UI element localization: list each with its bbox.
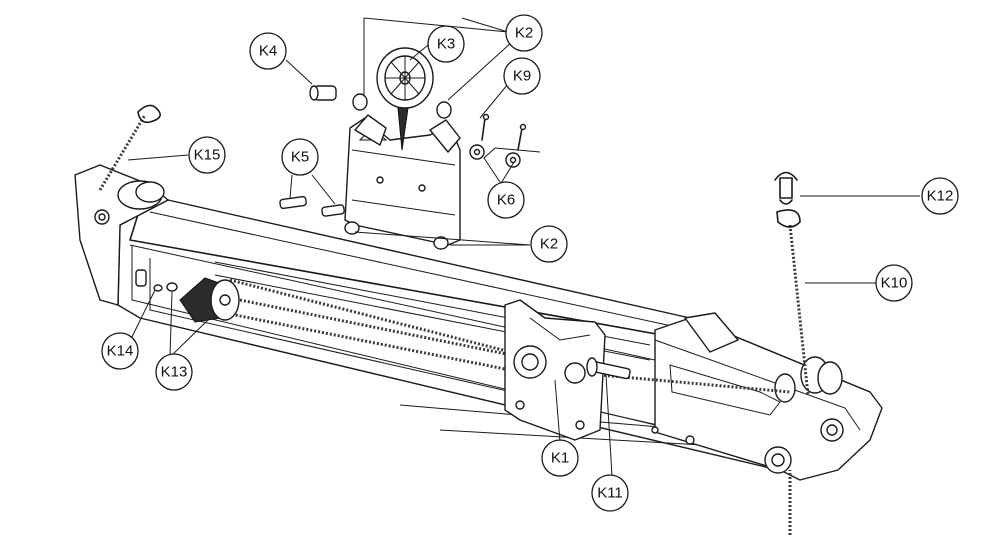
callout-k9-label: K9 <box>513 68 531 85</box>
callout-k14: K14 <box>101 332 139 370</box>
callout-k13-label: K13 <box>161 364 188 381</box>
callout-k9: K9 <box>503 57 541 95</box>
callout-k6-label: K6 <box>497 192 515 209</box>
callout-k12: K12 <box>921 177 959 215</box>
callout-k4: K4 <box>249 32 287 70</box>
boom-body <box>74 164 883 481</box>
callout-k12-label: K12 <box>927 188 954 205</box>
callout-k2-bottom: K2 <box>530 225 568 263</box>
callout-k3-label: K3 <box>437 36 455 53</box>
callout-k1: K1 <box>541 439 579 477</box>
callout-k2-top: K2 <box>505 14 543 52</box>
callout-k10-label: K10 <box>881 275 908 292</box>
small-parts <box>279 85 527 217</box>
callout-k3: K3 <box>427 25 465 63</box>
callout-k15-label: K15 <box>194 147 221 164</box>
leader-lines <box>127 17 920 477</box>
block-k13 <box>153 277 240 323</box>
rope-k15 <box>98 104 161 191</box>
callout-k5-label: K5 <box>291 149 309 166</box>
callout-k11-label: K11 <box>597 485 623 502</box>
callout-k2-top-label: K2 <box>515 25 533 42</box>
rope-k10-shackle-k12 <box>774 171 810 535</box>
callout-k4-label: K4 <box>259 43 277 60</box>
callout-k6: K6 <box>487 181 525 219</box>
callout-k5: K5 <box>281 138 319 176</box>
callout-k14-label: K14 <box>107 343 134 360</box>
callout-k15: K15 <box>188 136 226 174</box>
axle-k11 <box>586 357 631 380</box>
exploded-bracket <box>344 114 461 250</box>
callout-k2-bottom-label: K2 <box>540 236 558 253</box>
callout-k13: K13 <box>155 353 193 391</box>
pulley-k3 <box>376 47 434 151</box>
callout-k10: K10 <box>875 264 913 302</box>
callout-k11: K11 <box>591 474 629 512</box>
car-k1 <box>504 299 606 441</box>
callout-k1-label: K1 <box>551 450 569 467</box>
